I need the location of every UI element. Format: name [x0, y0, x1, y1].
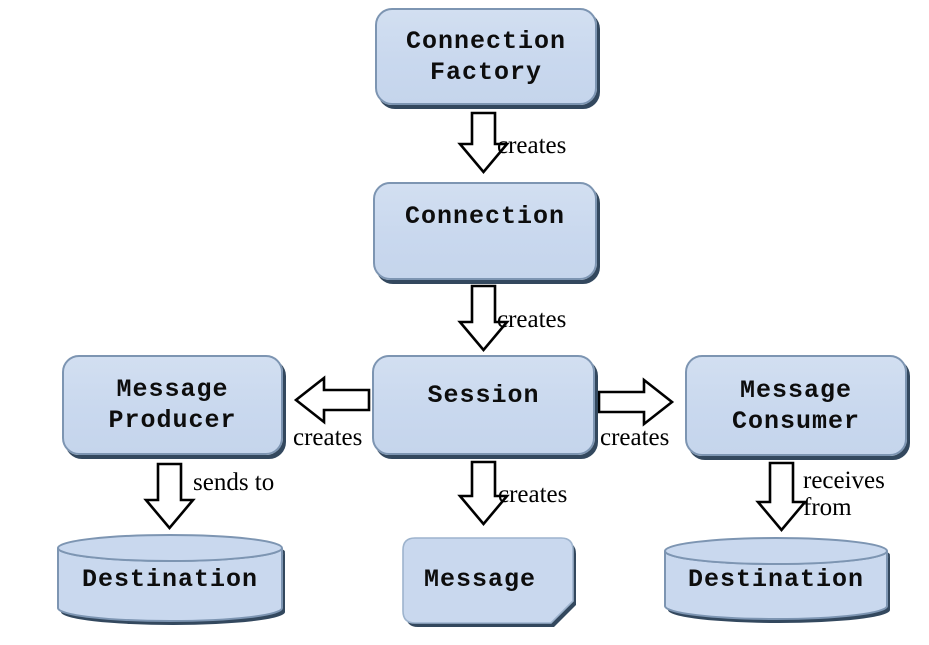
arrow-producer-to-destination: [143, 462, 196, 531]
node-connection: Connection: [373, 182, 597, 280]
arrow-session-to-producer: [293, 375, 371, 425]
node-connection-factory: Connection Factory: [375, 8, 597, 105]
cylinder-top: [664, 537, 888, 565]
node-message-consumer: Message Consumer: [685, 355, 907, 456]
edge-label-creates-3: creates: [498, 481, 568, 508]
arrow-session-to-consumer: [597, 377, 675, 427]
node-label-message: Message: [423, 565, 537, 594]
node-label-destination-left: Destination: [81, 565, 259, 594]
node-label-destination-right: Destination: [687, 565, 865, 594]
node-message-producer: Message Producer: [62, 355, 283, 455]
node-label: Message Consumer: [731, 375, 861, 436]
node-label: Connection: [404, 201, 566, 231]
edge-label-creates-1: creates: [497, 132, 567, 159]
edge-label-creates-right: creates: [600, 424, 670, 451]
node-session: Session: [372, 355, 595, 455]
card-body: [402, 537, 574, 624]
arrow-consumer-to-destination: [755, 461, 808, 533]
node-label: Message Producer: [108, 375, 237, 435]
message-card: [402, 537, 576, 627]
arrow-connection-to-session: [457, 284, 510, 353]
arrow-session-to-message: [457, 460, 510, 527]
edge-label-receives-from: receives from: [803, 467, 885, 521]
node-label: Connection Factory: [405, 26, 567, 87]
edge-label-creates-left: creates: [293, 424, 363, 451]
edge-label-sends-to: sends to: [193, 469, 275, 496]
destination-left-cylinder: [57, 534, 285, 625]
destination-right-cylinder: [664, 537, 890, 623]
edge-label-creates-2: creates: [497, 306, 567, 333]
cylinder-top: [57, 534, 283, 562]
arrow-factory-to-connection: [457, 111, 510, 175]
node-label: Session: [427, 380, 540, 410]
